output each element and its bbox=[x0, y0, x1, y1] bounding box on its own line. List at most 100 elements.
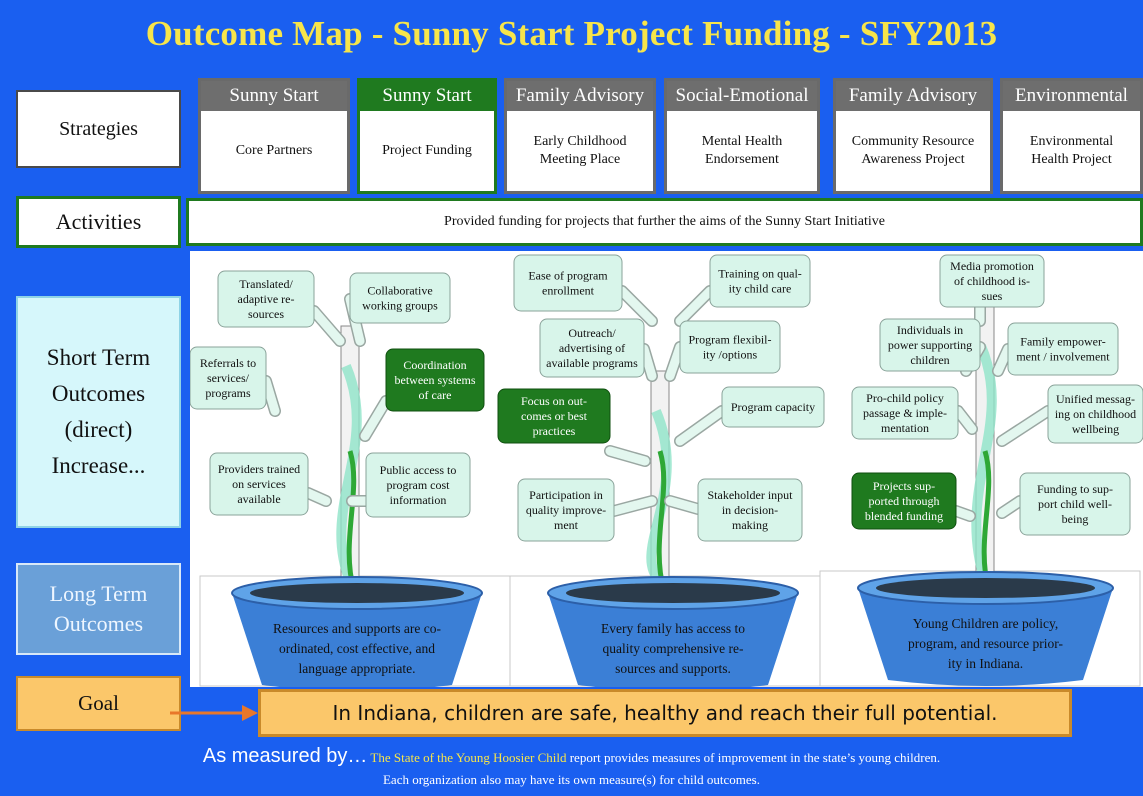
report-name: The State of the Young Hoosier Child bbox=[370, 750, 567, 765]
long-term-outcome-text: Every family has access to bbox=[601, 621, 745, 636]
outcome-leaf bbox=[365, 452, 471, 518]
long-term-outcome-text: sources and supports. bbox=[615, 661, 731, 676]
leaf-text: ity child care bbox=[729, 282, 792, 296]
goal-statement: In Indiana, children are safe, healthy a… bbox=[258, 689, 1072, 737]
outcome-leaf bbox=[517, 478, 615, 542]
goal-arrow-icon bbox=[170, 705, 258, 721]
outcome-leaf bbox=[1007, 322, 1119, 376]
leaf-text: enrollment bbox=[542, 284, 595, 298]
short-term-outcomes-label: Short Term Outcomes (direct) Increase... bbox=[16, 296, 181, 528]
activities-description: Provided funding for projects that furth… bbox=[186, 198, 1143, 246]
leaf-text: between systems bbox=[395, 373, 476, 387]
leaf-text: Individuals in bbox=[897, 323, 963, 337]
pot-body bbox=[232, 593, 482, 687]
long-term-outcome-text: quality comprehensive re- bbox=[603, 641, 744, 656]
short-term-line: Increase... bbox=[51, 453, 146, 478]
outcome-leaf bbox=[539, 318, 645, 378]
leaf-text: ported through bbox=[869, 494, 940, 508]
growth-vine bbox=[346, 450, 357, 592]
leaf-text: ment / involvement bbox=[1016, 350, 1110, 364]
strategy-name: Early Childhood Meeting Place bbox=[533, 134, 627, 167]
leaf-connector-inner bbox=[997, 496, 1025, 518]
leaf-text: Ease of program bbox=[528, 269, 608, 283]
leaf-connector-inner bbox=[639, 344, 657, 381]
leaf-text: comes or best bbox=[521, 409, 588, 423]
leaf-connector-inner bbox=[617, 286, 657, 326]
strategy-name: Community Resource Awareness Project bbox=[851, 134, 975, 167]
leaf-text: Media promotion bbox=[950, 259, 1034, 273]
strategy-header: Social-Emotional bbox=[667, 81, 817, 111]
leaf-text: Focus on out- bbox=[521, 394, 587, 408]
leaf-text: passage & imple- bbox=[863, 406, 947, 420]
strategy-header: Family Advisory bbox=[507, 81, 653, 111]
measurement-note: As measured by… The State of the Young H… bbox=[0, 745, 1143, 788]
short-term-line: Outcomes bbox=[51, 381, 146, 406]
goal-label: Goal bbox=[16, 676, 181, 731]
leaf-text: ity /options bbox=[703, 348, 758, 362]
outcome-plants-diagram: Translated/adaptive re-sourcesCollaborat… bbox=[190, 251, 1143, 687]
leaf-connector-inner bbox=[665, 496, 703, 514]
measured-line1-rest: report provides measures of improvement … bbox=[569, 750, 941, 765]
long-term-outcome-text: ordinated, cost effective, and bbox=[279, 641, 435, 656]
outcome-leaf bbox=[939, 254, 1045, 308]
long-term-line: Outcomes bbox=[53, 611, 144, 636]
outcome-leaf bbox=[679, 320, 781, 374]
leaf-connector-inner bbox=[953, 406, 977, 434]
outcome-leaf bbox=[1047, 384, 1143, 444]
long-term-outcomes-label: Long Term Outcomes bbox=[16, 563, 181, 655]
leaf-text: Program flexibil- bbox=[689, 333, 772, 347]
short-term-line: Short Term bbox=[46, 345, 151, 370]
leaf-text: Participation in bbox=[529, 488, 603, 502]
leaf-connector-inner bbox=[303, 488, 331, 506]
long-term-outcome-text: program, and resource prior- bbox=[908, 636, 1063, 651]
leaf-text: Stakeholder input bbox=[708, 488, 794, 502]
outcome-leaf bbox=[697, 478, 803, 542]
leaf-text: working groups bbox=[362, 299, 438, 313]
leaf-text: Program capacity bbox=[731, 400, 815, 414]
leaf-text: Projects sup- bbox=[873, 479, 935, 493]
outcome-leaf bbox=[709, 254, 811, 308]
leaf-text: Collaborative bbox=[367, 284, 432, 298]
pot-soil bbox=[250, 583, 464, 603]
long-term-outcome-text: Resources and supports are co- bbox=[273, 621, 441, 636]
leaf-text: children bbox=[910, 353, 949, 367]
pot-soil bbox=[566, 583, 780, 603]
leaf-text: wellbeing bbox=[1072, 422, 1119, 436]
outcome-leaf bbox=[851, 386, 959, 440]
outcome-leaf bbox=[851, 472, 957, 530]
leaf-connector-inner bbox=[951, 506, 975, 521]
outcome-leaf bbox=[1019, 472, 1131, 536]
leaf-text: available programs bbox=[546, 356, 638, 370]
leaf-connector-inner bbox=[605, 446, 650, 466]
pot-body bbox=[858, 588, 1113, 686]
leaf-text: Funding to sup- bbox=[1037, 482, 1113, 496]
outcome-leaf bbox=[217, 270, 315, 328]
page-title: Outcome Map - Sunny Start Project Fundin… bbox=[145, 14, 998, 53]
leaf-text: port child well- bbox=[1038, 497, 1112, 511]
leaf-connector-inner bbox=[309, 306, 345, 346]
long-term-line: Long Term bbox=[49, 581, 148, 606]
strategy-name: Mental Health Endorsement bbox=[701, 134, 783, 167]
leaf-text: program cost bbox=[387, 478, 451, 492]
strategy-header: Sunny Start bbox=[360, 81, 494, 111]
leaf-text: advertising of bbox=[559, 341, 625, 355]
activities-label: Activities bbox=[16, 196, 181, 248]
leaf-text: Family empower- bbox=[1020, 335, 1105, 349]
water-stream bbox=[336, 364, 362, 583]
leaf-text: in decision- bbox=[722, 503, 778, 517]
leaf-text: Outreach/ bbox=[568, 326, 616, 340]
leaf-text: adaptive re- bbox=[238, 292, 295, 306]
leaf-text: Unified messag- bbox=[1056, 392, 1135, 406]
outcome-leaf bbox=[497, 388, 611, 444]
leaf-text: Pro-child policy bbox=[866, 391, 944, 405]
measurement-line-2: Each organization also may have its own … bbox=[382, 772, 760, 787]
leaf-text: making bbox=[732, 518, 768, 532]
leaf-text: mentation bbox=[881, 421, 929, 435]
strategy-header: Family Advisory bbox=[836, 81, 990, 111]
leaf-text: information bbox=[390, 493, 447, 507]
leaf-text: blended funding bbox=[865, 509, 943, 523]
